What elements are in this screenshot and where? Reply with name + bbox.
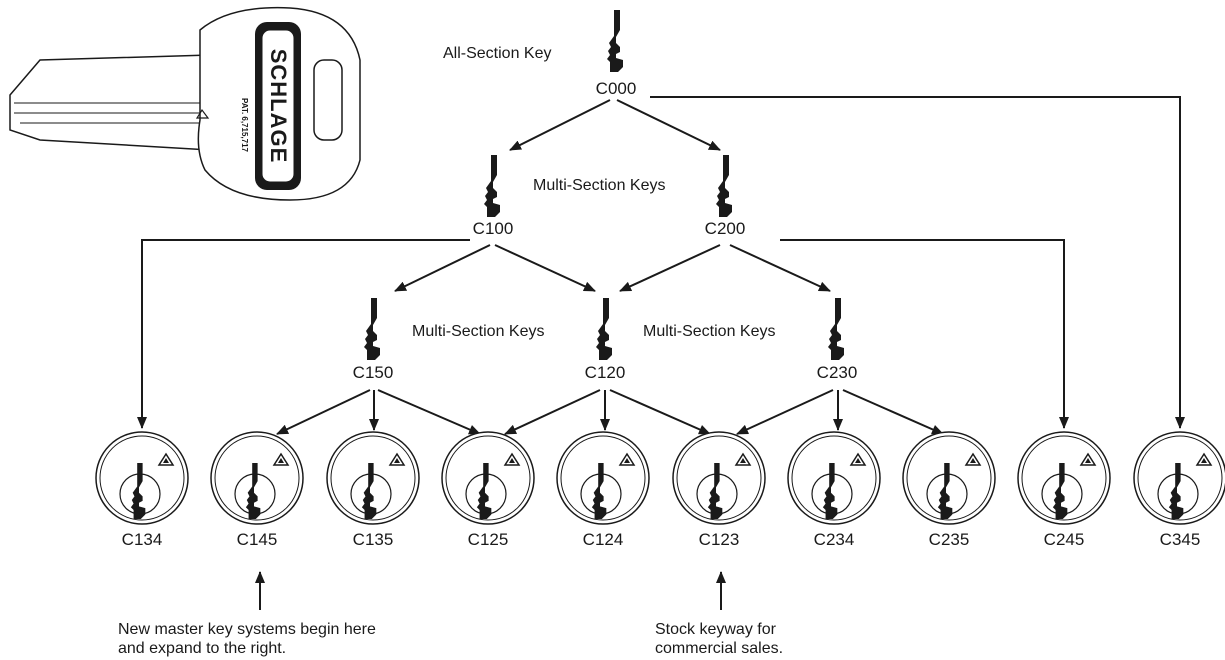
multi-section-keys-label-top: Multi-Section Keys xyxy=(533,177,666,194)
cylinder-code-c245: C245 xyxy=(1043,530,1085,549)
logo-brand-text: SCHLAGE xyxy=(266,49,291,164)
cylinder-c345-icon xyxy=(1133,431,1225,525)
multi-section-keys-label-left: Multi-Section Keys xyxy=(412,323,545,340)
keyway-c000-icon xyxy=(607,10,623,72)
key-code-c200: C200 xyxy=(704,219,746,238)
cylinder-code-c234: C234 xyxy=(813,530,855,549)
new-systems-note: New master key systems begin here and ex… xyxy=(118,620,376,658)
stock-keyway-note-line-2: commercial sales. xyxy=(655,640,784,657)
logo-patent-text: PAT. 6,715,717 xyxy=(240,98,249,153)
new-systems-note-line-2: and expand to the right. xyxy=(118,640,287,657)
key-code-c120: C120 xyxy=(584,363,626,382)
keyway-c150-icon xyxy=(364,298,380,360)
cylinder-c124-icon xyxy=(556,431,650,525)
cylinder-c135-icon xyxy=(326,431,420,525)
cylinder-c134-icon xyxy=(95,431,189,525)
cylinder-code-c125: C125 xyxy=(467,530,509,549)
cylinder-code-c135: C135 xyxy=(352,530,394,549)
cylinder-code-c145: C145 xyxy=(236,530,278,549)
keyway-c230-icon xyxy=(828,298,844,360)
key-code-c100: C100 xyxy=(472,219,514,238)
cylinder-c123-icon xyxy=(672,431,766,525)
key-code-c150: C150 xyxy=(352,363,394,382)
cylinder-c235-icon xyxy=(902,431,996,525)
cylinder-row xyxy=(95,431,1225,525)
connectors xyxy=(137,96,1185,610)
key-code-c000: C000 xyxy=(595,79,637,98)
stock-keyway-note-line-1: Stock keyway for xyxy=(655,621,776,638)
cylinder-code-c345: C345 xyxy=(1159,530,1201,549)
cylinder-code-c124: C124 xyxy=(582,530,624,549)
all-section-key-label: All-Section Key xyxy=(443,45,552,62)
cylinder-code-c134: C134 xyxy=(121,530,163,549)
cylinder-c234-icon xyxy=(787,431,881,525)
new-systems-note-line-1: New master key systems begin here xyxy=(118,621,376,638)
keyway-c200-icon xyxy=(716,155,732,217)
schlage-key-logo-illustration xyxy=(9,6,361,201)
multi-section-keys-label-right: Multi-Section Keys xyxy=(643,323,776,340)
keyway-c120-icon xyxy=(596,298,612,360)
keyway-c100-icon xyxy=(484,155,500,217)
cylinder-code-c123: C123 xyxy=(698,530,740,549)
cylinder-c145-icon xyxy=(210,431,304,525)
cylinder-c125-icon xyxy=(441,431,535,525)
cylinder-c245-icon xyxy=(1017,431,1111,525)
key-code-c230: C230 xyxy=(816,363,858,382)
stock-keyway-note: Stock keyway for commercial sales. xyxy=(655,620,783,658)
cylinder-code-c235: C235 xyxy=(928,530,970,549)
